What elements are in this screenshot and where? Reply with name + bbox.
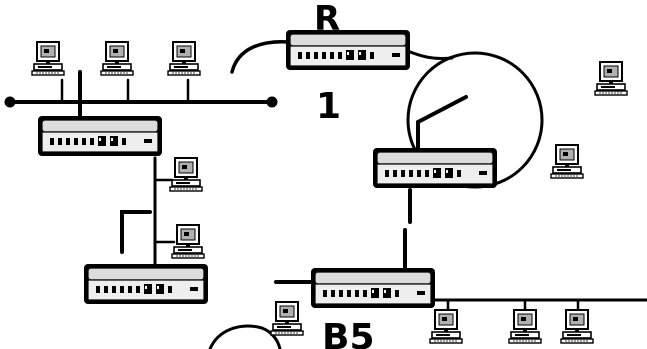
hub-icon <box>310 267 436 309</box>
router-label-r: R <box>314 0 340 39</box>
network-label-1: 1 <box>316 86 341 127</box>
workstation-icon <box>508 309 542 344</box>
workstation-icon <box>100 41 134 76</box>
hub-icon <box>372 147 498 189</box>
workstation-icon <box>270 301 304 336</box>
workstation-icon <box>169 157 203 192</box>
workstation-icon <box>171 224 205 259</box>
workstation-icon <box>594 61 628 96</box>
workstation-icon <box>550 144 584 179</box>
workstation-icon <box>31 41 65 76</box>
network-label-b5: B5 <box>322 317 375 349</box>
hub-icon <box>83 263 209 305</box>
workstation-icon <box>167 41 201 76</box>
bus-terminator <box>4 96 16 108</box>
hub-icon <box>285 29 411 71</box>
bus-terminator <box>266 96 278 108</box>
hub-icon <box>37 115 163 157</box>
workstation-icon <box>429 309 463 344</box>
workstation-icon <box>560 309 594 344</box>
